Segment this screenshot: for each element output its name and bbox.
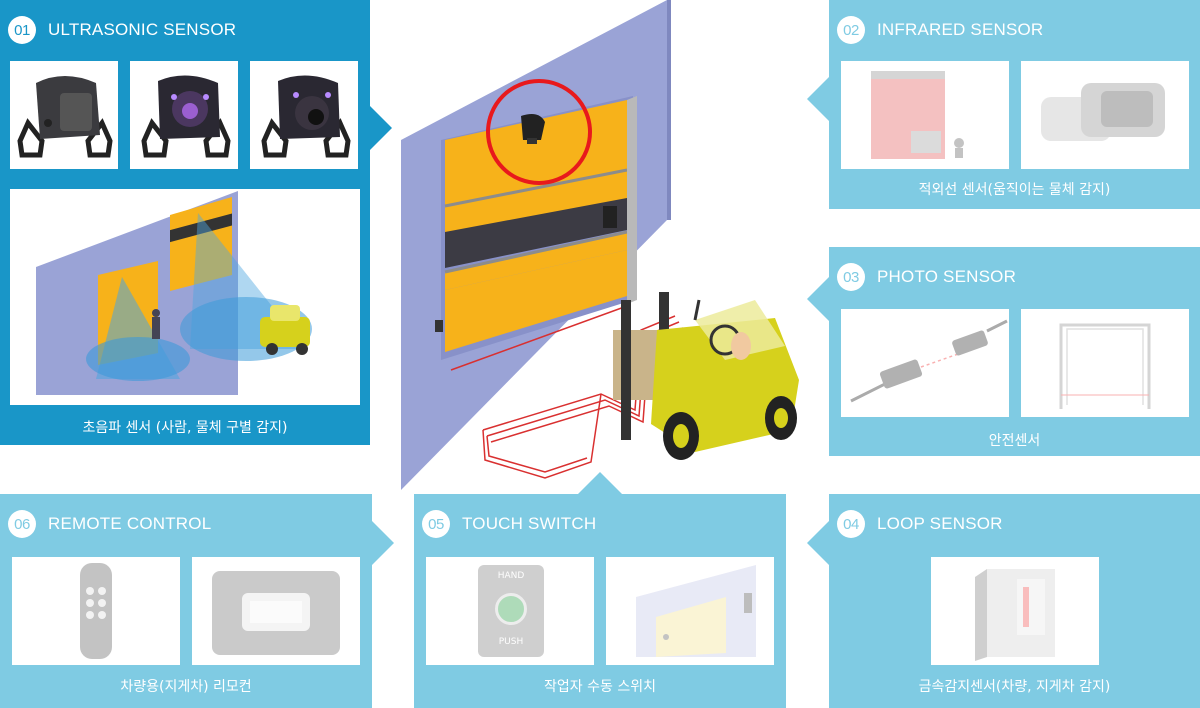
loop-detector-image [931, 557, 1099, 665]
photo-pointer-arrow [807, 277, 829, 321]
touch-switch-image: HAND PUSH [426, 557, 594, 665]
loop-pointer-arrow [807, 521, 829, 565]
ultrasonic-title: ULTRASONIC SENSOR [48, 20, 237, 39]
ultrasonic-sensor-image-3 [250, 61, 358, 169]
infrared-pointer-arrow [807, 77, 829, 121]
loop-panel[interactable]: 04 LOOP SENSOR 금속감지센서(차량, 지게차 감지) [829, 494, 1200, 708]
photo-title-row: 03 PHOTO SENSOR [837, 263, 1016, 291]
touch-title-row: 05 TOUCH SWITCH [422, 510, 596, 538]
photo-sensor-image [841, 309, 1009, 417]
loop-title-row: 04 LOOP SENSOR [837, 510, 1003, 538]
infrared-number-badge: 02 [837, 16, 865, 44]
sensor-highlight-circle [486, 79, 592, 185]
push-button-icon [495, 593, 527, 625]
remote-panel[interactable]: 06 REMOTE CONTROL 차량용(지게차) 리모컨 [0, 494, 372, 708]
infrared-door-image [841, 61, 1009, 169]
loop-number-badge: 04 [837, 510, 865, 538]
ultrasonic-sensor-image-1 [10, 61, 118, 169]
loop-title: LOOP SENSOR [877, 514, 1003, 533]
remote-handset-image [12, 557, 180, 665]
photo-panel[interactable]: 03 PHOTO SENSOR 안전센서 [829, 247, 1200, 456]
ultrasonic-pointer-arrow [370, 106, 392, 150]
touch-panel[interactable]: 05 TOUCH SWITCH HAND PUSH 작업자 수동 스위치 [414, 494, 786, 708]
infrared-panel[interactable]: 02 INFRARED SENSOR 적외선 센서(움직이는 물체 감지) [829, 0, 1200, 209]
touch-number-badge: 05 [422, 510, 450, 538]
photo-door-frame-image [1021, 309, 1189, 417]
ultrasonic-scene-illustration [10, 189, 360, 405]
remote-caption: 차량용(지게차) 리모컨 [120, 679, 252, 695]
infrared-title: INFRARED SENSOR [877, 20, 1044, 39]
photo-caption: 안전센서 [988, 433, 1041, 449]
touch-caption: 작업자 수동 스위치 [544, 679, 656, 695]
ultrasonic-caption: 초음파 센서 (사람, 물체 구별 감지) [82, 420, 288, 436]
remote-title-row: 06 REMOTE CONTROL [8, 510, 211, 538]
photo-title: PHOTO SENSOR [877, 267, 1017, 286]
touch-pointer-arrow [578, 472, 622, 494]
remote-pointer-arrow [372, 521, 394, 565]
infrared-caption: 적외선 센서(움직이는 물체 감지) [918, 182, 1111, 198]
remote-receiver-image [192, 557, 360, 665]
switch-push-label: PUSH [498, 637, 524, 647]
switch-hand-label: HAND [497, 571, 525, 581]
remote-number-badge: 06 [8, 510, 36, 538]
ultrasonic-number-badge: 01 [8, 16, 36, 44]
touch-install-image [606, 557, 774, 665]
infrared-title-row: 02 INFRARED SENSOR [837, 16, 1043, 44]
ultrasonic-title-row: 01 ULTRASONIC SENSOR [8, 16, 236, 44]
remote-title: REMOTE CONTROL [48, 514, 212, 533]
ultrasonic-panel[interactable]: 01 ULTRASONIC SENSOR [0, 0, 370, 445]
forklift-graphic [613, 292, 799, 460]
photo-number-badge: 03 [837, 263, 865, 291]
loop-caption: 금속감지센서(차량, 지게차 감지) [918, 679, 1111, 695]
ultrasonic-sensor-image-2 [130, 61, 238, 169]
touch-title: TOUCH SWITCH [462, 514, 597, 533]
door-system-illustration [395, 0, 820, 490]
infrared-sensor-image [1021, 61, 1189, 169]
